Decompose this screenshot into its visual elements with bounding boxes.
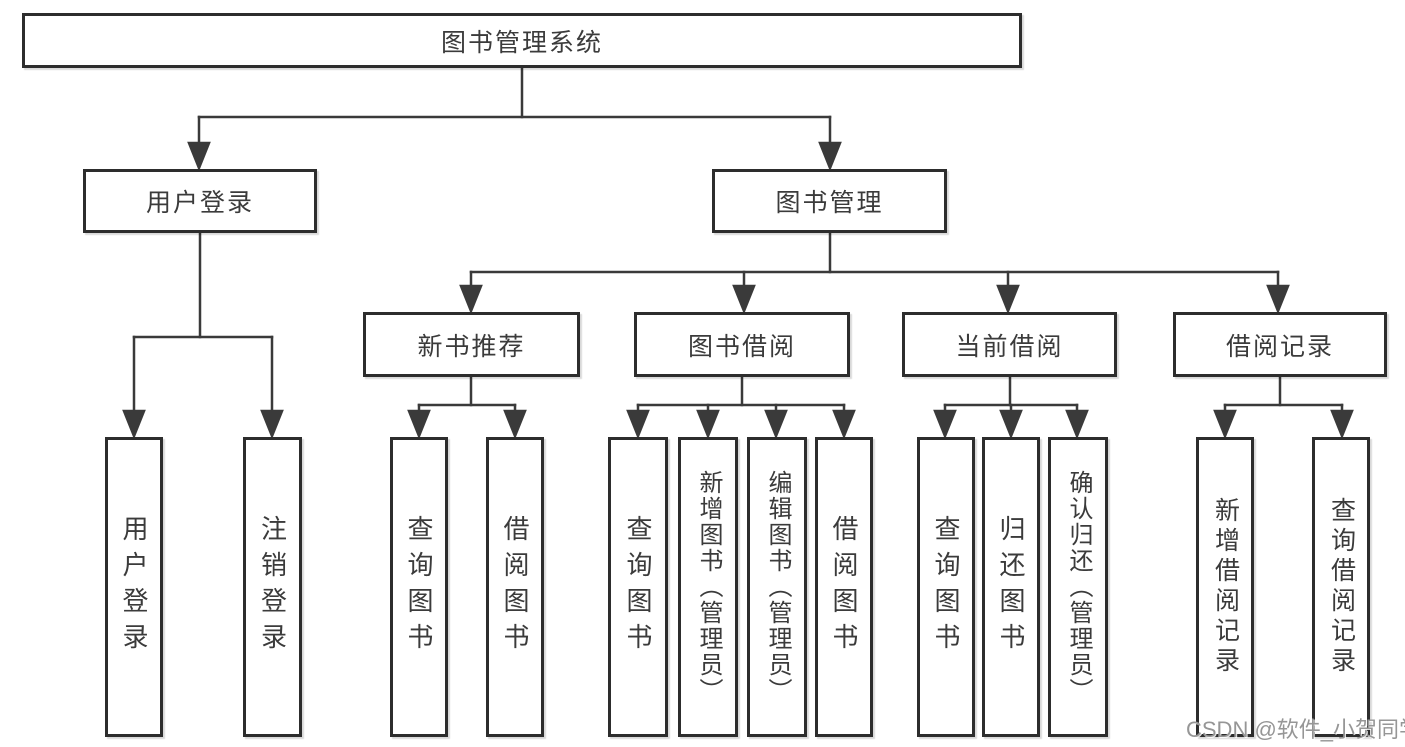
node-label: 确认归还（管理员）: [1065, 470, 1092, 704]
node-root: 图书管理系统: [22, 13, 1022, 68]
connector-book-borrow: [626, 375, 856, 440]
connector-root: [187, 66, 842, 172]
connector-book-mgmt: [459, 230, 1290, 315]
connector-user-login: [122, 230, 284, 440]
leaf-cb-query-books: 查询图书: [917, 437, 975, 737]
node-label: 借阅记录: [1225, 332, 1334, 361]
node-label: 归还图书: [996, 515, 1026, 659]
node-label: 用户登录: [119, 515, 149, 659]
leaf-bb-borrow-books: 借阅图书: [815, 437, 873, 737]
node-label: 用户登录: [145, 189, 254, 217]
leaf-bb-add-books-admin: 新增图书（管理员）: [678, 437, 738, 737]
node-book-borrow: 图书借阅: [634, 312, 850, 377]
node-current-borrow: 当前借阅: [902, 312, 1117, 377]
node-new-book-rec: 新书推荐: [363, 312, 580, 377]
leaf-bb-query-books: 查询图书: [608, 437, 668, 737]
connector-borrow-record: [1213, 375, 1354, 440]
node-label: 图书管理: [775, 189, 884, 217]
node-label: 注销登录: [257, 515, 288, 659]
leaf-br-query-record: 查询借阅记录: [1312, 437, 1370, 737]
connector-new-book: [407, 375, 527, 440]
node-label: 查询借阅记录: [1327, 497, 1356, 677]
leaf-nb-borrow-books: 借阅图书: [486, 437, 544, 737]
leaf-user-login: 用户登录: [105, 437, 163, 737]
node-label: 新书推荐: [417, 332, 526, 361]
leaf-br-add-record: 新增借阅记录: [1196, 437, 1254, 737]
connector-current-borrow: [933, 375, 1089, 440]
node-label: 编辑图书（管理员）: [764, 470, 791, 704]
leaf-logout: 注销登录: [243, 437, 302, 737]
leaf-cb-return-books: 归还图书: [982, 437, 1040, 737]
node-label: 新增图书（管理员）: [695, 470, 722, 704]
node-label: 图书借阅: [687, 332, 796, 361]
node-borrow-record: 借阅记录: [1173, 312, 1387, 377]
node-book-mgmt: 图书管理: [712, 169, 947, 233]
leaf-cb-confirm-return-admin: 确认归还（管理员）: [1048, 437, 1108, 737]
node-label: 借阅图书: [829, 515, 859, 659]
node-root-label: 图书管理系统: [440, 28, 603, 57]
node-label: 当前借阅: [955, 332, 1064, 361]
node-user-login-group: 用户登录: [83, 169, 317, 233]
node-label: 查询图书: [931, 515, 961, 659]
node-label: 查询图书: [404, 515, 434, 659]
node-label: 借阅图书: [500, 515, 530, 659]
csdn-watermark: CSDN @软件_小贺同学: [1186, 717, 1405, 742]
leaf-bb-edit-books-admin: 编辑图书（管理员）: [747, 437, 807, 737]
node-label: 查询图书: [623, 515, 653, 659]
node-label: 新增借阅记录: [1211, 497, 1240, 677]
leaf-nb-query-books: 查询图书: [390, 437, 448, 737]
